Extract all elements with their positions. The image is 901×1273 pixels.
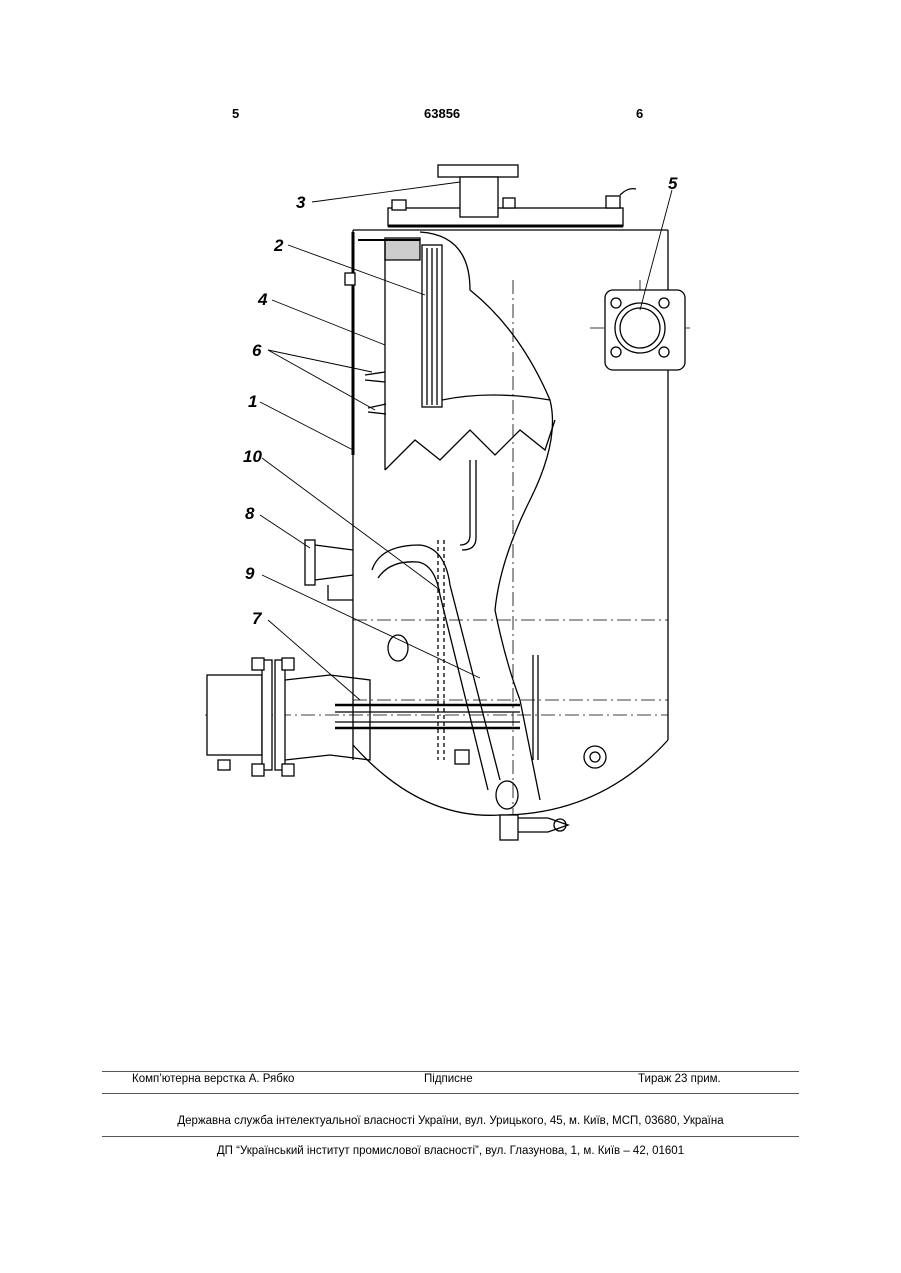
callout-label: 8 xyxy=(245,504,255,523)
layout-credit: Комп’ютерна верстка А. Рябко xyxy=(132,1073,294,1085)
callout-label: 6 xyxy=(252,341,262,360)
footer-rule-bottom xyxy=(102,1136,799,1137)
level-rod xyxy=(533,655,538,760)
baffle xyxy=(365,372,555,470)
callout-label: 10 xyxy=(243,447,262,466)
footer-rule-top xyxy=(102,1071,799,1072)
callout-label: 9 xyxy=(245,564,255,583)
signed-note: Підписне xyxy=(424,1073,473,1085)
callout-label: 4 xyxy=(257,290,268,309)
callout-label: 3 xyxy=(296,193,306,212)
agency-address: Державна служба інтелектуальної власност… xyxy=(0,1115,901,1127)
leader-lines xyxy=(260,182,672,700)
institute-address: ДП “Український інститут промислової вла… xyxy=(0,1145,901,1157)
circulation-note: Тираж 23 прим. xyxy=(638,1073,721,1085)
top-flange xyxy=(388,165,636,226)
callout-label: 5 xyxy=(668,174,678,193)
callout-label: 7 xyxy=(252,609,263,628)
filter-element xyxy=(422,245,442,407)
side-manhole xyxy=(605,290,685,370)
side-nozzle xyxy=(305,540,353,600)
internal-pipe xyxy=(372,460,518,809)
drain-valve xyxy=(500,815,568,840)
callout-label: 1 xyxy=(248,392,257,411)
callout-label: 2 xyxy=(273,236,284,255)
footer-rule-middle xyxy=(102,1093,799,1094)
